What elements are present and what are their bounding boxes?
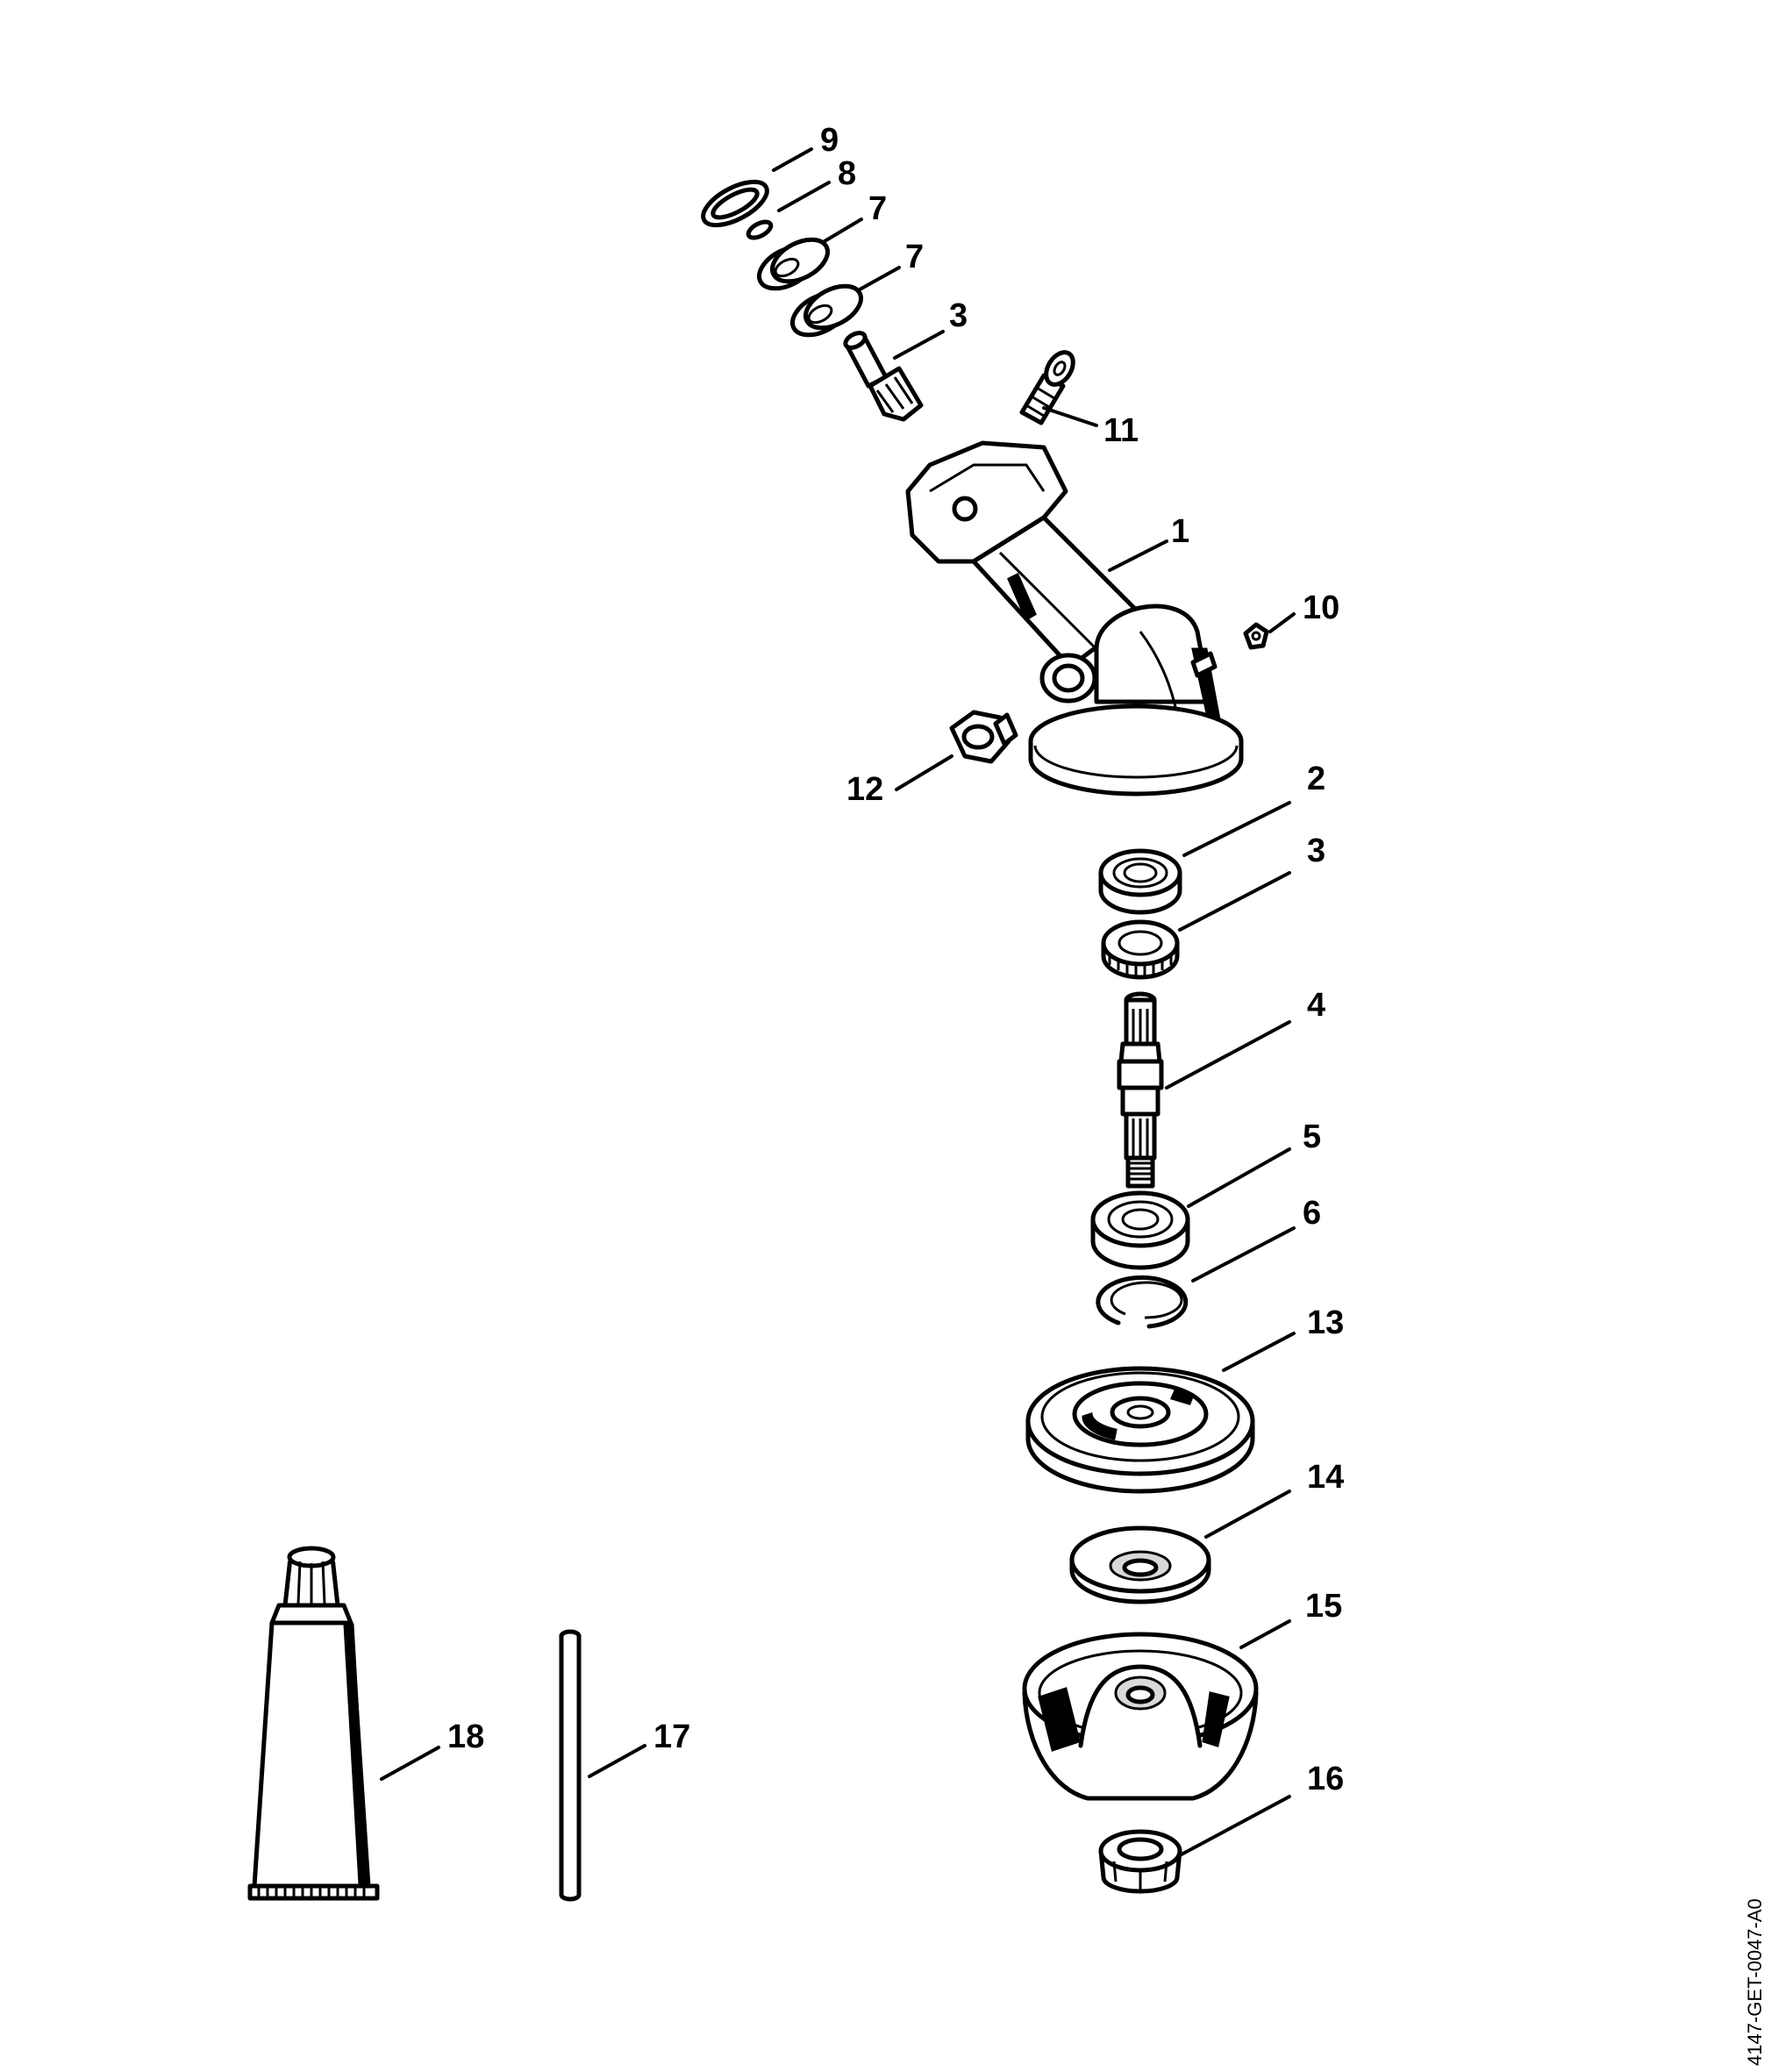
leader-line-10 bbox=[1268, 612, 1296, 633]
leader-line-13 bbox=[1222, 1332, 1296, 1372]
callout-15: 15 bbox=[1305, 1588, 1342, 1625]
callout-11: 11 bbox=[1103, 412, 1139, 449]
callout-12: 12 bbox=[846, 771, 883, 808]
callout-5: 5 bbox=[1303, 1118, 1321, 1155]
leader-line-11 bbox=[1042, 406, 1098, 427]
part-10-clip bbox=[1243, 622, 1269, 650]
callout-13: 13 bbox=[1307, 1304, 1344, 1341]
leader-line-18 bbox=[380, 1746, 440, 1781]
document-id: 4147-GET-0047-A0 bbox=[1744, 1898, 1766, 2066]
callout-9: 9 bbox=[820, 122, 839, 159]
part-15-rider-plate bbox=[1022, 1632, 1259, 1801]
callout-14: 14 bbox=[1307, 1459, 1344, 1496]
callout-6: 6 bbox=[1303, 1195, 1321, 1232]
leader-line-7a bbox=[823, 218, 863, 243]
part-16-nut bbox=[1098, 1829, 1182, 1894]
part-3-bevel-pinion bbox=[843, 331, 924, 422]
callout-2: 2 bbox=[1307, 761, 1325, 797]
callout-10: 10 bbox=[1303, 589, 1339, 626]
callout-4: 4 bbox=[1307, 987, 1325, 1024]
leader-line-15 bbox=[1239, 1619, 1291, 1649]
part-8-washer bbox=[746, 219, 774, 240]
leader-line-2 bbox=[1182, 801, 1291, 857]
callout-8: 8 bbox=[838, 155, 856, 192]
part-6-circlip bbox=[1096, 1275, 1189, 1329]
part-12-plug-screw bbox=[949, 710, 1018, 764]
part-5-ball-bearing bbox=[1090, 1190, 1190, 1270]
part-3-bevel-gear bbox=[1101, 919, 1180, 980]
leader-line-4 bbox=[1165, 1020, 1291, 1090]
leader-line-9 bbox=[772, 147, 813, 172]
part-13-thrust-plate bbox=[1025, 1366, 1255, 1494]
part-14-thrust-washer bbox=[1069, 1525, 1211, 1604]
callout-3a: 3 bbox=[949, 297, 968, 334]
leader-line-14 bbox=[1204, 1490, 1291, 1539]
part-17-locking-rod bbox=[559, 1629, 582, 1902]
part-9-retaining-ring bbox=[701, 179, 769, 228]
leader-line-3b bbox=[1178, 871, 1291, 932]
callout-7b: 7 bbox=[905, 239, 924, 275]
callout-17: 17 bbox=[653, 1718, 690, 1755]
part-4-gear-shaft bbox=[1117, 991, 1164, 1189]
leader-line-1 bbox=[1108, 539, 1168, 572]
part-11-screw bbox=[1019, 350, 1075, 425]
callout-7a: 7 bbox=[868, 190, 887, 227]
part-18-grease-tube bbox=[247, 1546, 380, 1901]
leader-line-6 bbox=[1191, 1226, 1296, 1282]
leader-line-8 bbox=[777, 181, 831, 212]
part-1-gear-housing bbox=[905, 440, 1244, 797]
leader-line-16 bbox=[1178, 1795, 1291, 1857]
leader-line-17 bbox=[588, 1744, 646, 1778]
callout-16: 16 bbox=[1307, 1761, 1344, 1797]
leader-line-3a bbox=[893, 330, 945, 360]
callout-3b: 3 bbox=[1307, 832, 1325, 869]
leader-line-7b bbox=[858, 266, 901, 291]
part-2-ball-bearing bbox=[1098, 848, 1182, 915]
leader-line-5 bbox=[1187, 1147, 1291, 1208]
part-7-bearing-upper bbox=[757, 237, 830, 291]
callout-1: 1 bbox=[1171, 513, 1189, 550]
part-7-bearing-lower bbox=[790, 283, 863, 338]
leader-line-12 bbox=[895, 754, 953, 791]
callout-18: 18 bbox=[447, 1718, 484, 1755]
